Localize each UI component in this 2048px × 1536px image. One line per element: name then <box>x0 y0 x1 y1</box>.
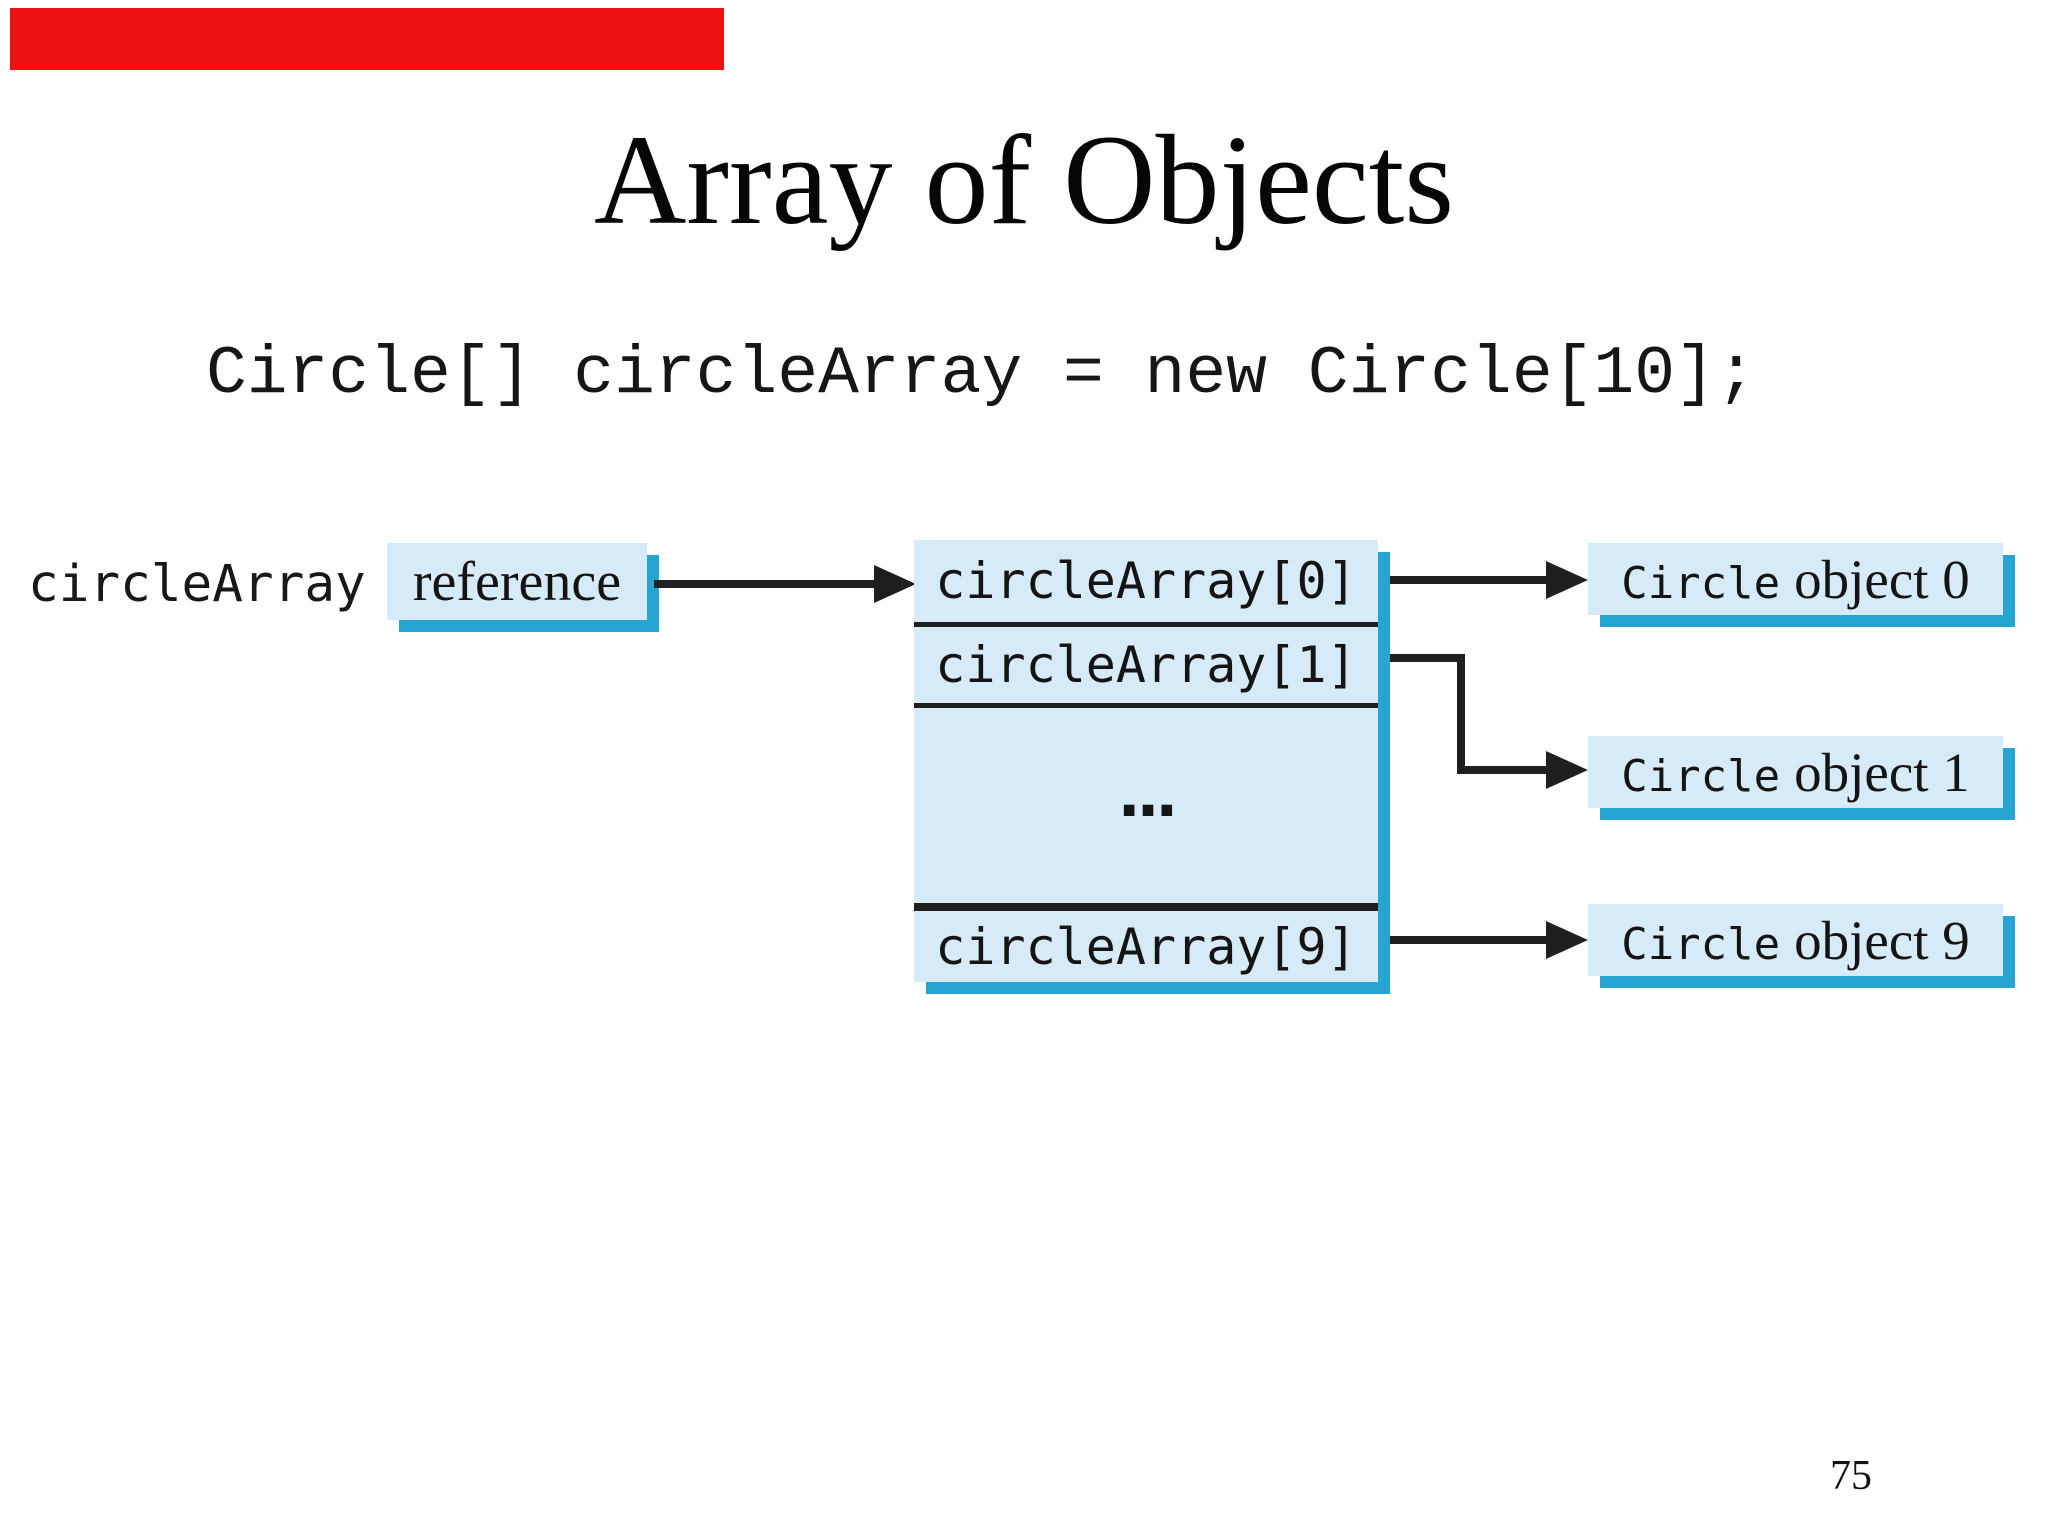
array-cell-1: circleArray[1] <box>935 636 1357 694</box>
arrow-segment <box>1390 654 1465 662</box>
code-statement: Circle[] circleArray = new Circle[10]; <box>206 336 1757 413</box>
object-suffix-label: object 9 <box>1794 909 1970 971</box>
object-suffix-label: object 0 <box>1794 548 1970 610</box>
arrow-segment <box>654 580 876 588</box>
arrow-segment <box>1390 576 1548 584</box>
arrow-segment <box>1457 766 1548 774</box>
array-cell-0: circleArray[0] <box>935 552 1357 610</box>
object-suffix-label: object 1 <box>1794 741 1970 803</box>
circle-class-label: Circle <box>1621 557 1781 609</box>
reference-label: reference <box>412 550 622 613</box>
array-ellipsis-cell: ... <box>914 708 1378 903</box>
ellipsis-label: ... <box>1117 760 1178 831</box>
arrow-segment <box>1457 654 1465 774</box>
cell-separator <box>914 903 1378 911</box>
arrow-segment <box>1390 936 1548 944</box>
reference-box: reference <box>387 543 647 620</box>
page-number: 75 <box>1830 1453 1872 1499</box>
arrowhead-icon <box>1546 751 1588 789</box>
variable-name-label: circleArray <box>28 555 366 614</box>
circle-class-label: Circle <box>1621 918 1781 970</box>
array-cell-9: circleArray[9] <box>935 917 1357 976</box>
slide-title: Array of Objects <box>593 109 1455 251</box>
circle-class-label: Circle <box>1621 750 1781 802</box>
cell-separator <box>914 622 1378 627</box>
arrowhead-icon <box>1546 921 1588 959</box>
cell-separator <box>914 703 1378 708</box>
arrowhead-icon <box>874 565 916 603</box>
accent-bar <box>10 8 724 70</box>
arrowhead-icon <box>1546 561 1588 599</box>
array-box: circleArray[0] circleArray[1] ... circle… <box>914 540 1378 982</box>
